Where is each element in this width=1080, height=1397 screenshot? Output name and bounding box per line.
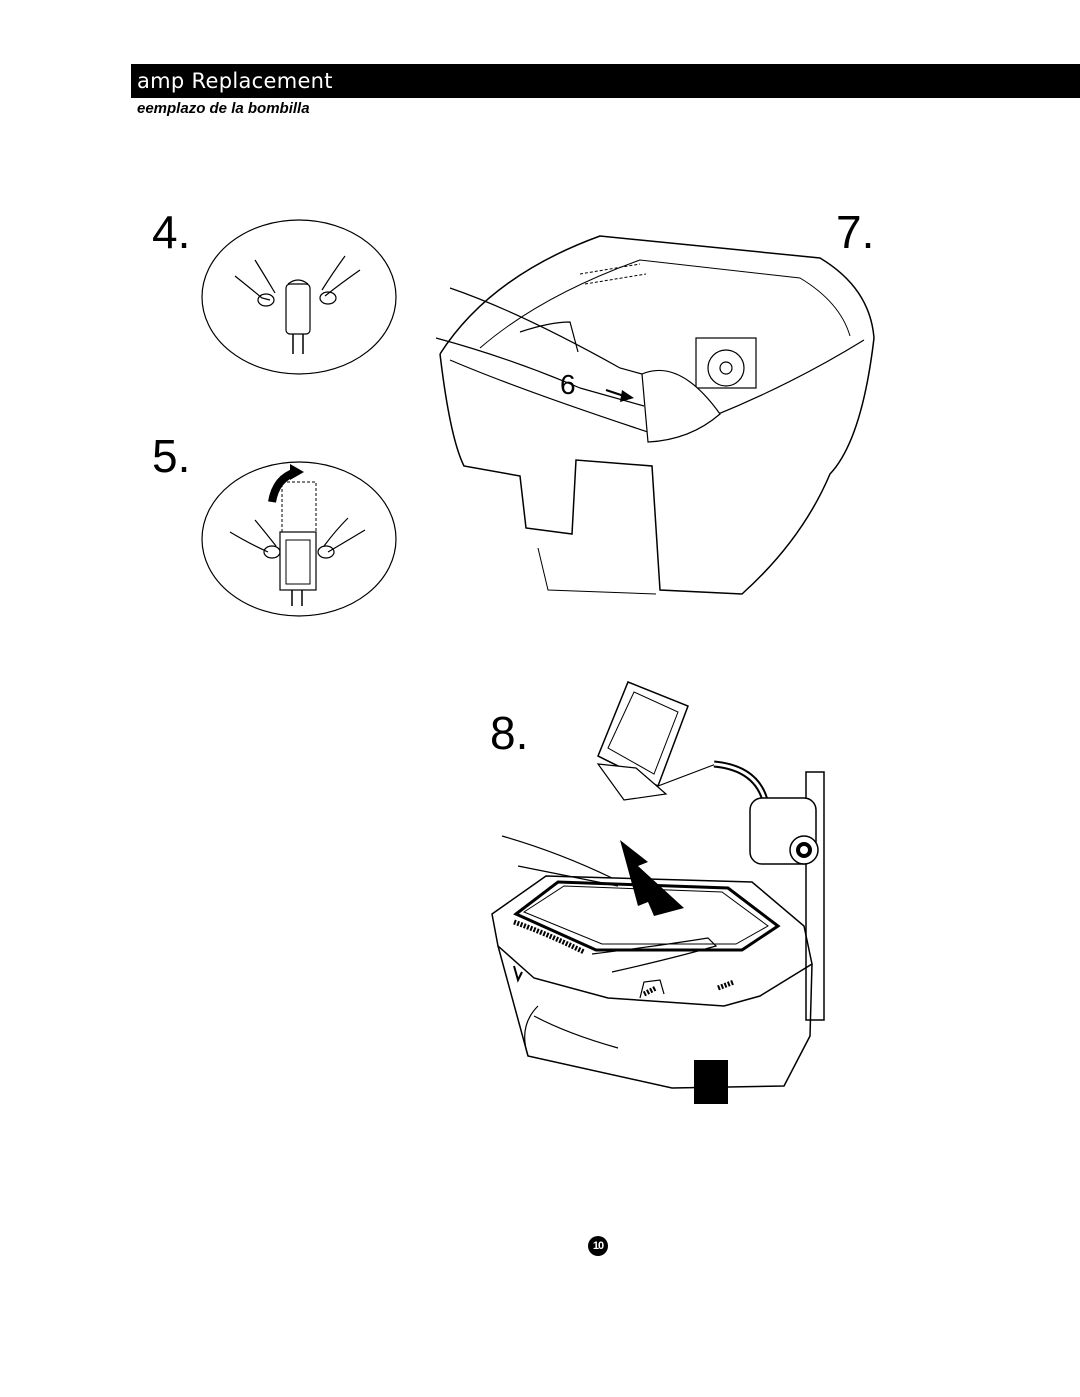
step-number-5: 5.	[152, 430, 191, 482]
step-number-8: 8.	[490, 707, 529, 759]
step-number-4: 4.	[152, 206, 191, 258]
overhead-projector-illustration	[491, 681, 825, 1104]
callout-number-6: 6	[560, 369, 576, 400]
section-title: amp Replacement	[137, 69, 333, 93]
section-subtitle-spanish: eemplazo de la bombilla	[137, 100, 310, 117]
bulb-insert-illustration	[201, 461, 397, 617]
bulb-grip-illustration	[201, 219, 397, 375]
projector-base-illustration: 6	[435, 235, 875, 595]
section-header-bar: amp Replacement	[131, 64, 1080, 98]
step-number-7: 7.	[836, 206, 875, 258]
page-number-badge: 10	[588, 1236, 608, 1256]
